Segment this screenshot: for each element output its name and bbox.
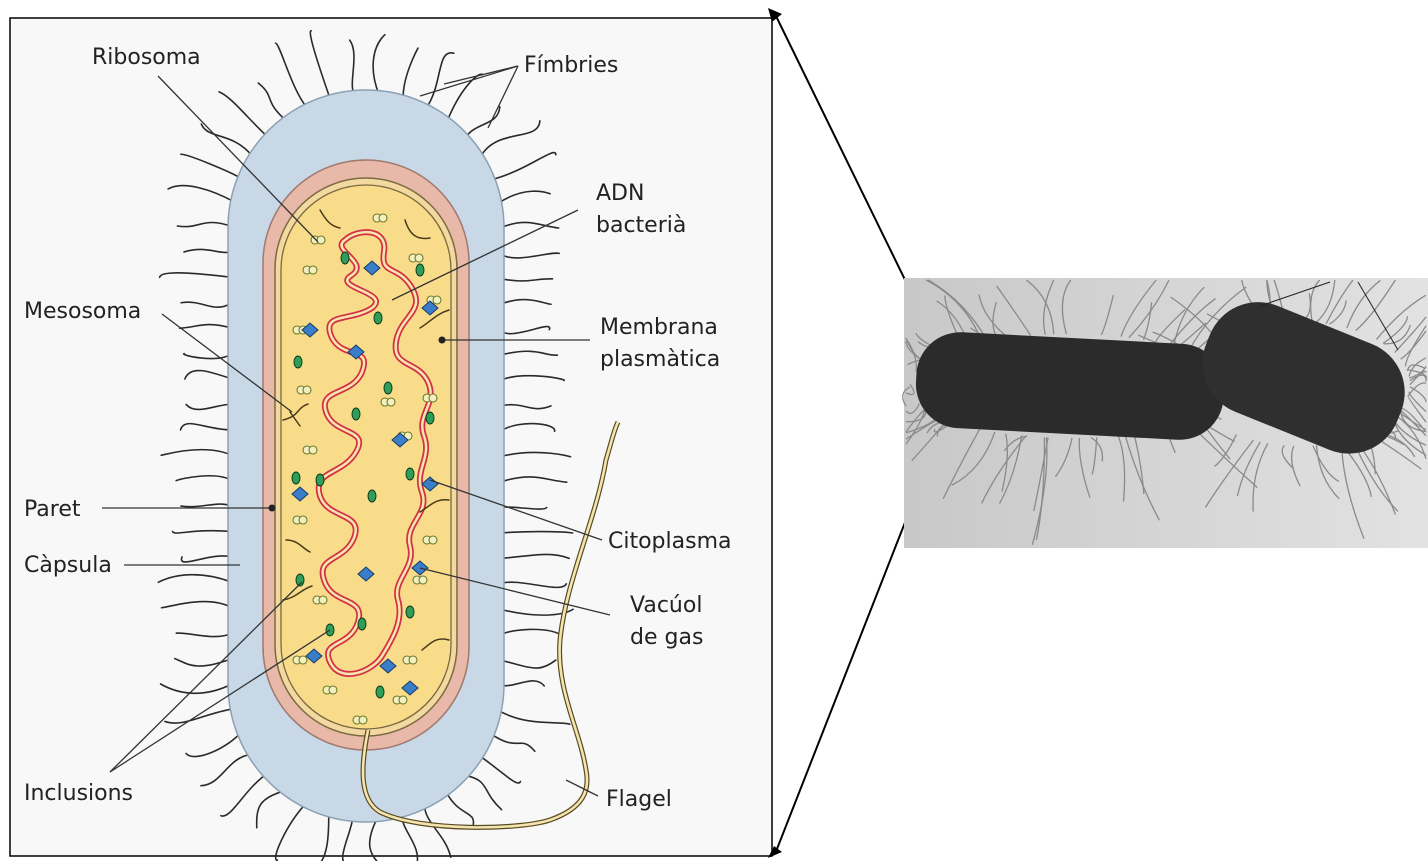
label-citoplasma: Citoplasma	[608, 529, 732, 554]
illustration-panel: Ribosoma Fímbries ADN bacterià Mesosoma …	[10, 18, 772, 861]
inclusion	[416, 264, 424, 276]
ribosome	[429, 394, 437, 402]
label-mesosoma: Mesosoma	[24, 299, 141, 324]
ribosome	[299, 516, 307, 524]
label-paret: Paret	[24, 497, 81, 522]
inclusion	[341, 252, 349, 264]
ribosome	[429, 536, 437, 544]
ribosome	[309, 446, 317, 454]
inclusion	[358, 618, 366, 630]
inclusion	[406, 468, 414, 480]
label-membrana-line1: Membrana	[600, 315, 718, 340]
label-capsula: Càpsula	[24, 553, 112, 578]
inclusion	[406, 606, 414, 618]
ribosome	[359, 716, 367, 724]
label-inclusions: Inclusions	[24, 781, 133, 806]
inclusion	[368, 490, 376, 502]
inclusion	[374, 312, 382, 324]
inclusion	[316, 474, 324, 486]
ribosome	[319, 596, 327, 604]
label-vacuol-line1: Vacúol	[630, 593, 702, 618]
ribosome	[399, 696, 407, 704]
ribosome	[379, 214, 387, 222]
label-fimbries: Fímbries	[524, 53, 618, 78]
ribosome	[303, 386, 311, 394]
inclusion	[294, 356, 302, 368]
inclusion	[352, 408, 360, 420]
inclusion	[376, 686, 384, 698]
ribosome	[409, 656, 417, 664]
inclusion	[292, 472, 300, 484]
ribosome	[329, 686, 337, 694]
ribosome	[419, 576, 427, 584]
label-adn-line2: bacterià	[596, 213, 686, 238]
label-ribosoma: Ribosoma	[92, 45, 201, 70]
label-vacuol-line2: de gas	[630, 625, 703, 650]
ribosome	[309, 266, 317, 274]
inclusion	[426, 412, 434, 424]
micrograph-cell-left	[914, 330, 1227, 442]
ribosome	[317, 236, 325, 244]
label-adn-line1: ADN	[596, 181, 644, 206]
electron-micrograph	[903, 278, 1428, 548]
inclusion	[384, 382, 392, 394]
ribosome	[433, 296, 441, 304]
ribosome	[299, 656, 307, 664]
ribosome	[415, 254, 423, 262]
ribosome	[387, 398, 395, 406]
label-membrana-line2: plasmàtica	[600, 347, 720, 372]
label-flagel: Flagel	[606, 787, 672, 812]
